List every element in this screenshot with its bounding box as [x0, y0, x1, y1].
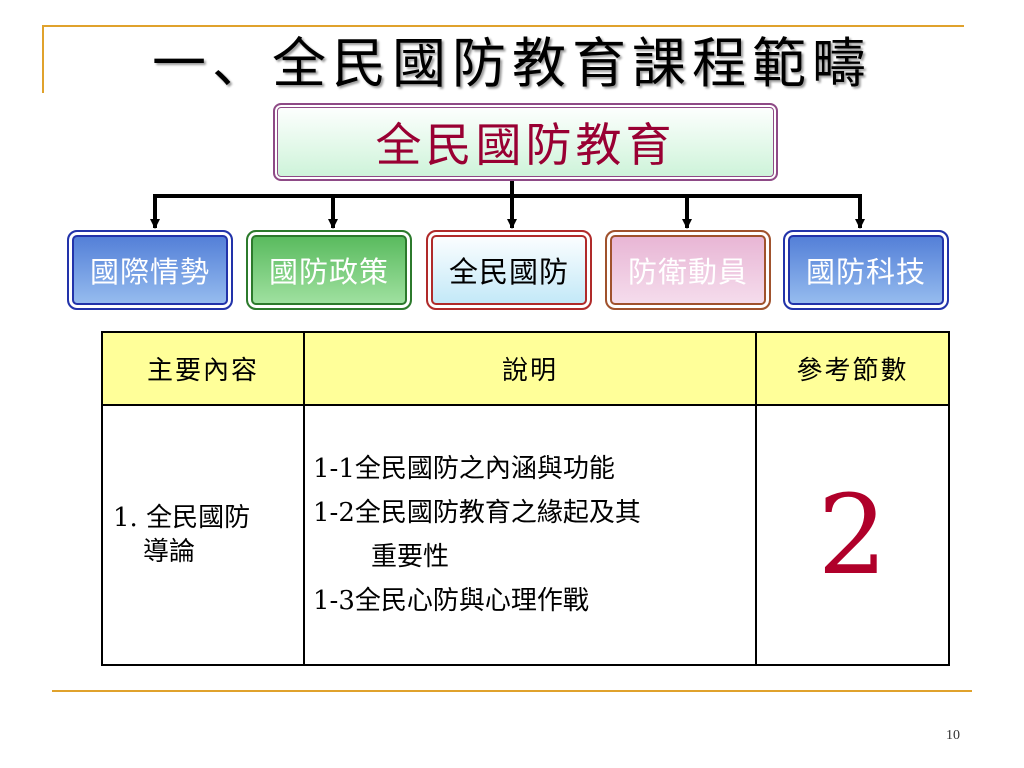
content-line: 1. 全民國防 [113, 503, 251, 533]
description-line: 重要性 [371, 542, 450, 572]
description-line: 1-3全民心防與心理作戰 [313, 586, 589, 616]
sessions-number: 2 [817, 471, 888, 599]
page-number: 10 [946, 728, 960, 743]
root-node-label: 全民國防教育 [375, 118, 676, 172]
description-line: 1-1全民國防之內涵與功能 [313, 454, 615, 484]
node-label: 防衛動員 [627, 255, 748, 289]
bottom-accent-line [52, 690, 972, 692]
course-table: 主要內容 說明 參考節數 1. 全民國防 導論 1-1全民國防之內涵與功能 1-… [101, 331, 950, 666]
node-label: 全民國防 [448, 255, 569, 289]
header-main-content: 主要內容 [101, 331, 305, 406]
page-title: 一、全民國防教育課程範疇 [152, 32, 872, 95]
node-international-situation: 國際情勢 [67, 230, 233, 310]
description-line: 1-2全民國防教育之緣起及其 [313, 498, 641, 528]
left-accent-line [42, 25, 44, 93]
cell-main-content: 1. 全民國防 導論 [101, 404, 305, 666]
node-defense-technology: 國防科技 [783, 230, 949, 310]
table-header-row: 主要內容 說明 參考節數 [101, 331, 950, 406]
header-sessions: 參考節數 [755, 331, 950, 406]
cell-description: 1-1全民國防之內涵與功能 1-2全民國防教育之緣起及其 重要性 1-3全民心防… [303, 404, 757, 666]
cell-sessions: 2 [755, 404, 950, 666]
table-row: 1. 全民國防 導論 1-1全民國防之內涵與功能 1-2全民國防教育之緣起及其 … [101, 404, 950, 666]
node-label: 國防科技 [805, 255, 926, 289]
content-line: 導論 [143, 537, 196, 567]
node-defense-policy: 國防政策 [246, 230, 412, 310]
node-label: 國防政策 [268, 255, 389, 289]
node-defense-mobilization: 防衛動員 [605, 230, 771, 310]
node-all-out-defense: 全民國防 [426, 230, 592, 310]
top-accent-line [42, 25, 964, 27]
node-label: 國際情勢 [89, 255, 210, 289]
header-description: 說明 [303, 331, 757, 406]
root-node-box: 全民國防教育 [273, 103, 778, 181]
